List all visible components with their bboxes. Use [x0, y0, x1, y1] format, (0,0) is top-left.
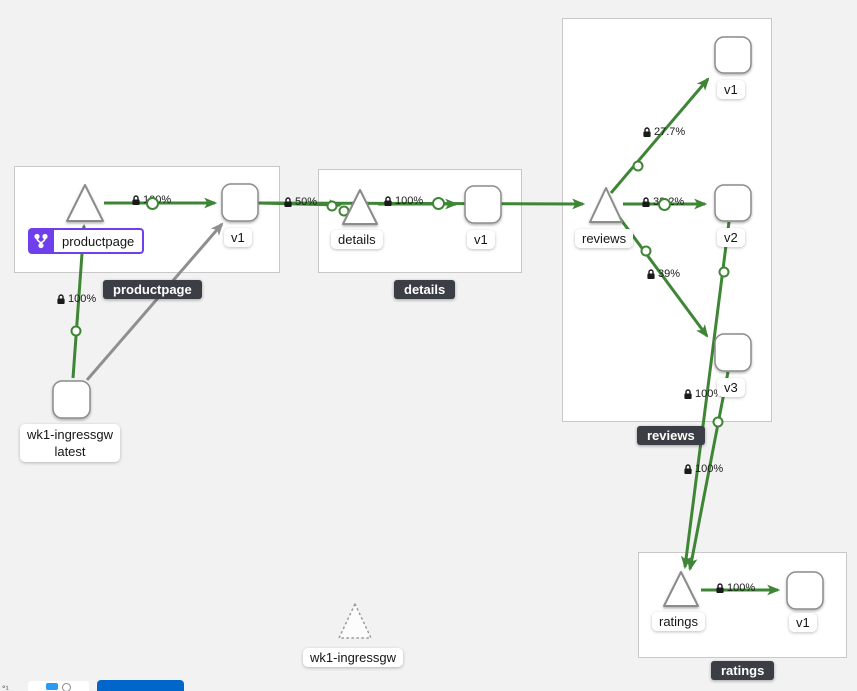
edge-label-reviews-v3-to-ratings: 100% [683, 463, 723, 475]
mtls-lock-icon [716, 582, 724, 593]
node-label-ingressgw[interactable]: wk1-ingressgw latest [20, 424, 120, 462]
group-tooltip-ratings: ratings [711, 661, 775, 680]
edge-label-ingress-to-productpage: 100% [56, 293, 96, 305]
service-node-details[interactable] [342, 189, 378, 225]
group-tooltip-productpage: productpage [103, 280, 202, 299]
traffic-dot [632, 160, 644, 172]
traffic-dot [326, 200, 338, 212]
node-label-idle-ingressgw[interactable]: wk1-ingressgw [303, 648, 403, 667]
mtls-lock-icon [57, 293, 65, 304]
mtls-lock-icon [684, 463, 692, 474]
ingressgw-name: wk1-ingressgw [27, 427, 113, 442]
mtls-lock-icon [643, 126, 651, 137]
edge-label-ratings-to-v1: 100% [715, 582, 755, 594]
group-tooltip-details: details [394, 280, 456, 299]
mtls-lock-icon [684, 388, 692, 399]
workload-node-reviews-v2[interactable] [714, 184, 752, 222]
workload-node-productpage-v1[interactable] [221, 183, 259, 222]
mtls-lock-icon [132, 194, 140, 205]
edge-ingress-to-productpage-v1[interactable] [85, 222, 224, 381]
node-label-details[interactable]: details [331, 230, 383, 249]
node-label-reviews-v3[interactable]: v3 [717, 378, 745, 397]
edge-label-reviews-to-v3: 39% [646, 268, 680, 280]
workload-node-details-v1[interactable] [464, 185, 502, 224]
edge-label-productpage-to-details: 50% [283, 196, 317, 208]
traffic-dot [718, 266, 730, 278]
node-label-ratings[interactable]: ratings [652, 612, 706, 631]
workload-node-ingressgw[interactable] [52, 380, 91, 419]
graph-settings-panel[interactable] [28, 681, 89, 691]
virtual-service-icon [28, 228, 54, 254]
traffic-dot [146, 197, 159, 210]
edge-productpage-to-details[interactable] [257, 199, 343, 211]
workload-node-ratings-v1[interactable] [786, 571, 824, 610]
legend-button[interactable] [97, 680, 184, 691]
edge-label-reviews-to-v1: 27.7% [642, 126, 685, 138]
mtls-lock-icon [284, 196, 292, 207]
node-label-details-v1[interactable]: v1 [467, 230, 495, 249]
traffic-dot [658, 198, 671, 211]
graph-icon [46, 683, 58, 690]
service-node-ratings[interactable] [663, 571, 699, 607]
node-label-productpage-v1[interactable]: v1 [224, 228, 252, 247]
node-label-reviews[interactable]: reviews [575, 229, 634, 248]
traffic-dot [70, 325, 82, 337]
edge-reviews-v3-to-ratings[interactable] [686, 371, 730, 572]
workload-node-reviews-v1[interactable] [714, 36, 752, 74]
node-label-text: productpage [54, 228, 145, 254]
group-tooltip-reviews: reviews [637, 426, 705, 445]
mtls-lock-icon [384, 195, 392, 206]
node-label-ratings-v1[interactable]: v1 [789, 613, 817, 632]
edge-label-reviews-v2-to-ratings: 100% [683, 388, 723, 400]
edge-label-details-to-v1: 100% [383, 195, 423, 207]
workload-node-reviews-v3[interactable] [714, 333, 752, 372]
ingressgw-version: latest [54, 444, 86, 459]
node-label-reviews-v1[interactable]: v1 [717, 80, 745, 99]
service-node-productpage[interactable] [66, 184, 104, 222]
service-node-reviews[interactable] [589, 187, 623, 223]
mtls-lock-icon [647, 268, 655, 279]
traffic-dot [712, 416, 724, 428]
mtls-lock-icon [642, 196, 650, 207]
node-label-productpage[interactable]: productpage [28, 228, 145, 254]
edge-reviews-to-v1[interactable] [609, 77, 710, 194]
idle-service-node-ingressgw[interactable] [338, 603, 372, 639]
edge-reviews-v2-to-ratings[interactable] [680, 221, 731, 570]
node-label-reviews-v2[interactable]: v2 [717, 228, 745, 247]
zoom-indicator: °¹ [2, 684, 9, 691]
traffic-dot [640, 245, 652, 257]
traffic-dot [432, 197, 445, 210]
help-icon [62, 683, 71, 691]
